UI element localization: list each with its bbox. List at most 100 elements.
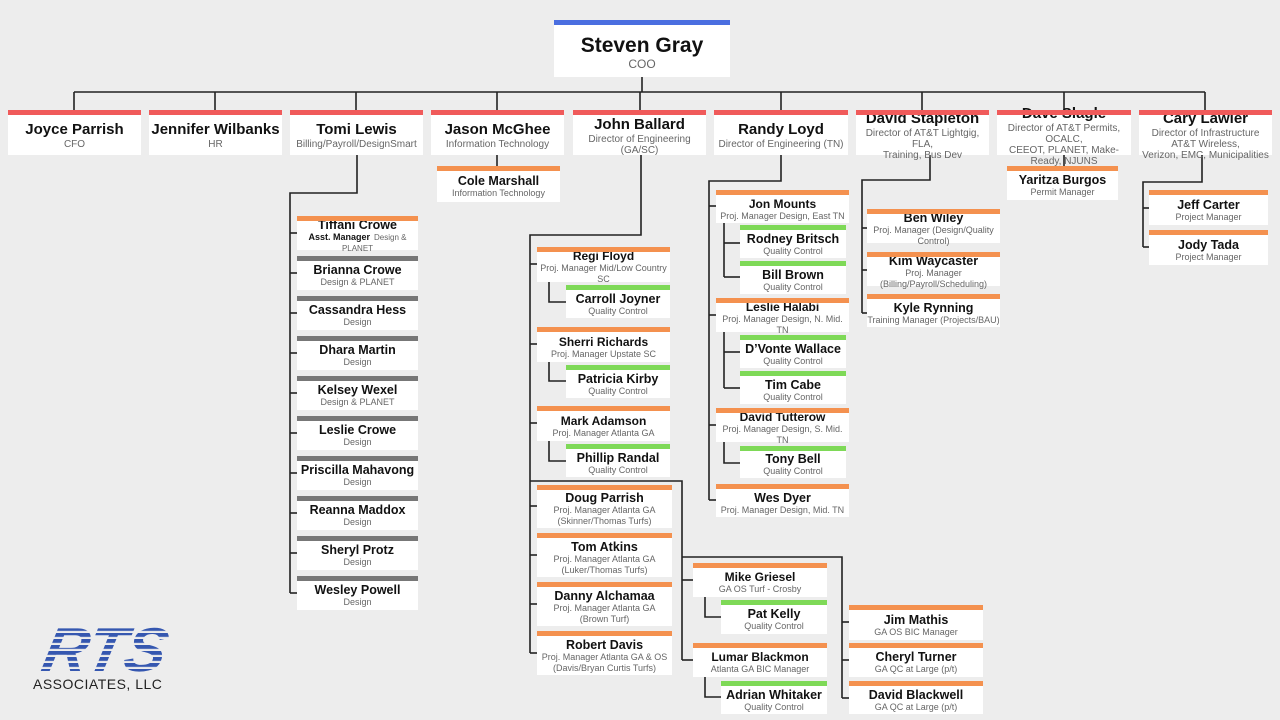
person-name: Adrian Whitaker [726,687,822,702]
person-title: Quality Control [588,464,648,475]
role-prefix: Asst. Manager [308,231,371,242]
person-name: Jennifer Wilbanks [151,121,280,138]
tier-color-bar [716,190,849,195]
tier-color-bar [573,110,706,115]
person-name: Tom Atkins [571,539,638,554]
person-name: David Blackwell [868,687,964,702]
person-title: GA QC at Large (p/t) [874,664,958,674]
person-title: Permit Manager [1030,187,1095,197]
person-title: Quality Control [763,281,823,292]
person-title: Director of Engineering (GA/SC) [588,133,691,156]
person-name: John Ballard [594,115,685,133]
person-title: Proj. Manager Upstate SC [550,348,657,359]
person-title: Design [343,357,372,367]
tier-color-bar [740,446,846,451]
person-title: Proj. Manager Design, S. Mid. TN [722,423,843,445]
tier-color-bar [537,533,672,538]
person-title: Director of Engineering (TN) [718,139,844,150]
person-title: Quality Control [763,355,823,366]
company-name: ASSOCIATES, LLC [33,676,163,692]
tier-color-bar [8,110,141,115]
person-name: Cassandra Hess [308,303,407,317]
person-name: Doug Parrish [565,491,644,505]
tier-color-bar [297,576,418,581]
person-name: Wes Dyer [754,490,811,505]
person-title: Director of AT&T Permits, OCALC, CEEOT, … [1007,122,1121,167]
tier-color-bar [537,485,672,490]
tier-color-bar [849,681,983,686]
person-name: Mark Adamson [560,413,647,428]
tier-color-bar [297,256,418,261]
tier-color-bar [566,285,670,290]
reporting-line [704,677,721,698]
person-name: Leslie Crowe [318,423,397,437]
person-card-dave-slagle: Dave SlagleDirector of AT&T Permits, OCA… [997,105,1131,167]
tier-color-bar [849,605,983,610]
tier-color-bar [740,371,846,376]
person-title: Design [343,517,372,527]
person-title: Quality Control [744,621,804,631]
reporting-line [1142,155,1203,247]
tier-color-bar [149,110,282,115]
person-title: Proj. Manager (Design/Quality Control) [873,224,994,246]
person-title: Training Manager (Projects/BAU) [867,314,1000,325]
reporting-line [548,282,566,303]
reporting-line [682,556,843,698]
tier-color-bar [297,456,418,461]
person-title: Atlanta GA BIC Manager [710,664,810,674]
person-name: Sheryl Protz [321,543,394,557]
tier-color-bar [721,600,827,605]
person-title: Proj. Manager Atlanta GA [552,427,655,438]
tier-color-bar [740,225,846,230]
person-title: Project Manager [1175,211,1242,222]
person-name: Tiffani Crowe [318,217,397,232]
person-name: Tony Bell [765,452,821,466]
person-title: Proj. Manager Design, N. Mid. TN [722,313,843,335]
reporting-line [548,441,566,462]
svg-text:RTS: RTS [37,616,175,685]
tier-color-bar [297,376,418,381]
person-title: Proj. Manager Design, East TN [720,210,845,221]
person-name: D’Vonte Wallace [745,341,841,356]
reporting-line [861,155,931,313]
person-title: Design & PLANET [320,397,395,407]
tier-color-bar [566,365,670,370]
person-name: Reanna Maddox [309,503,406,517]
person-name: Robert Davis [565,637,644,652]
person-title: Information Technology [445,139,550,150]
person-name: Kyle Rynning [893,300,974,315]
person-title: Quality Control [588,305,648,316]
person-title: Proj. Manager Mid/Low Country SC [540,263,667,284]
tier-color-bar [716,408,849,413]
tier-color-bar [297,216,418,221]
person-title: Proj. Manager Atlanta GA (Skinner/Thomas… [553,505,656,526]
person-name: Lumar Blackmon [711,650,809,664]
person-name: Mike Griesel [724,570,796,584]
person-name: Joyce Parrish [25,121,124,138]
tier-color-bar [537,247,670,252]
person-title: Quality Control [588,385,648,396]
person-name: Regi Floyd [572,249,635,263]
tier-color-bar [554,20,730,25]
person-name: Kelsey Wexel [317,383,398,397]
